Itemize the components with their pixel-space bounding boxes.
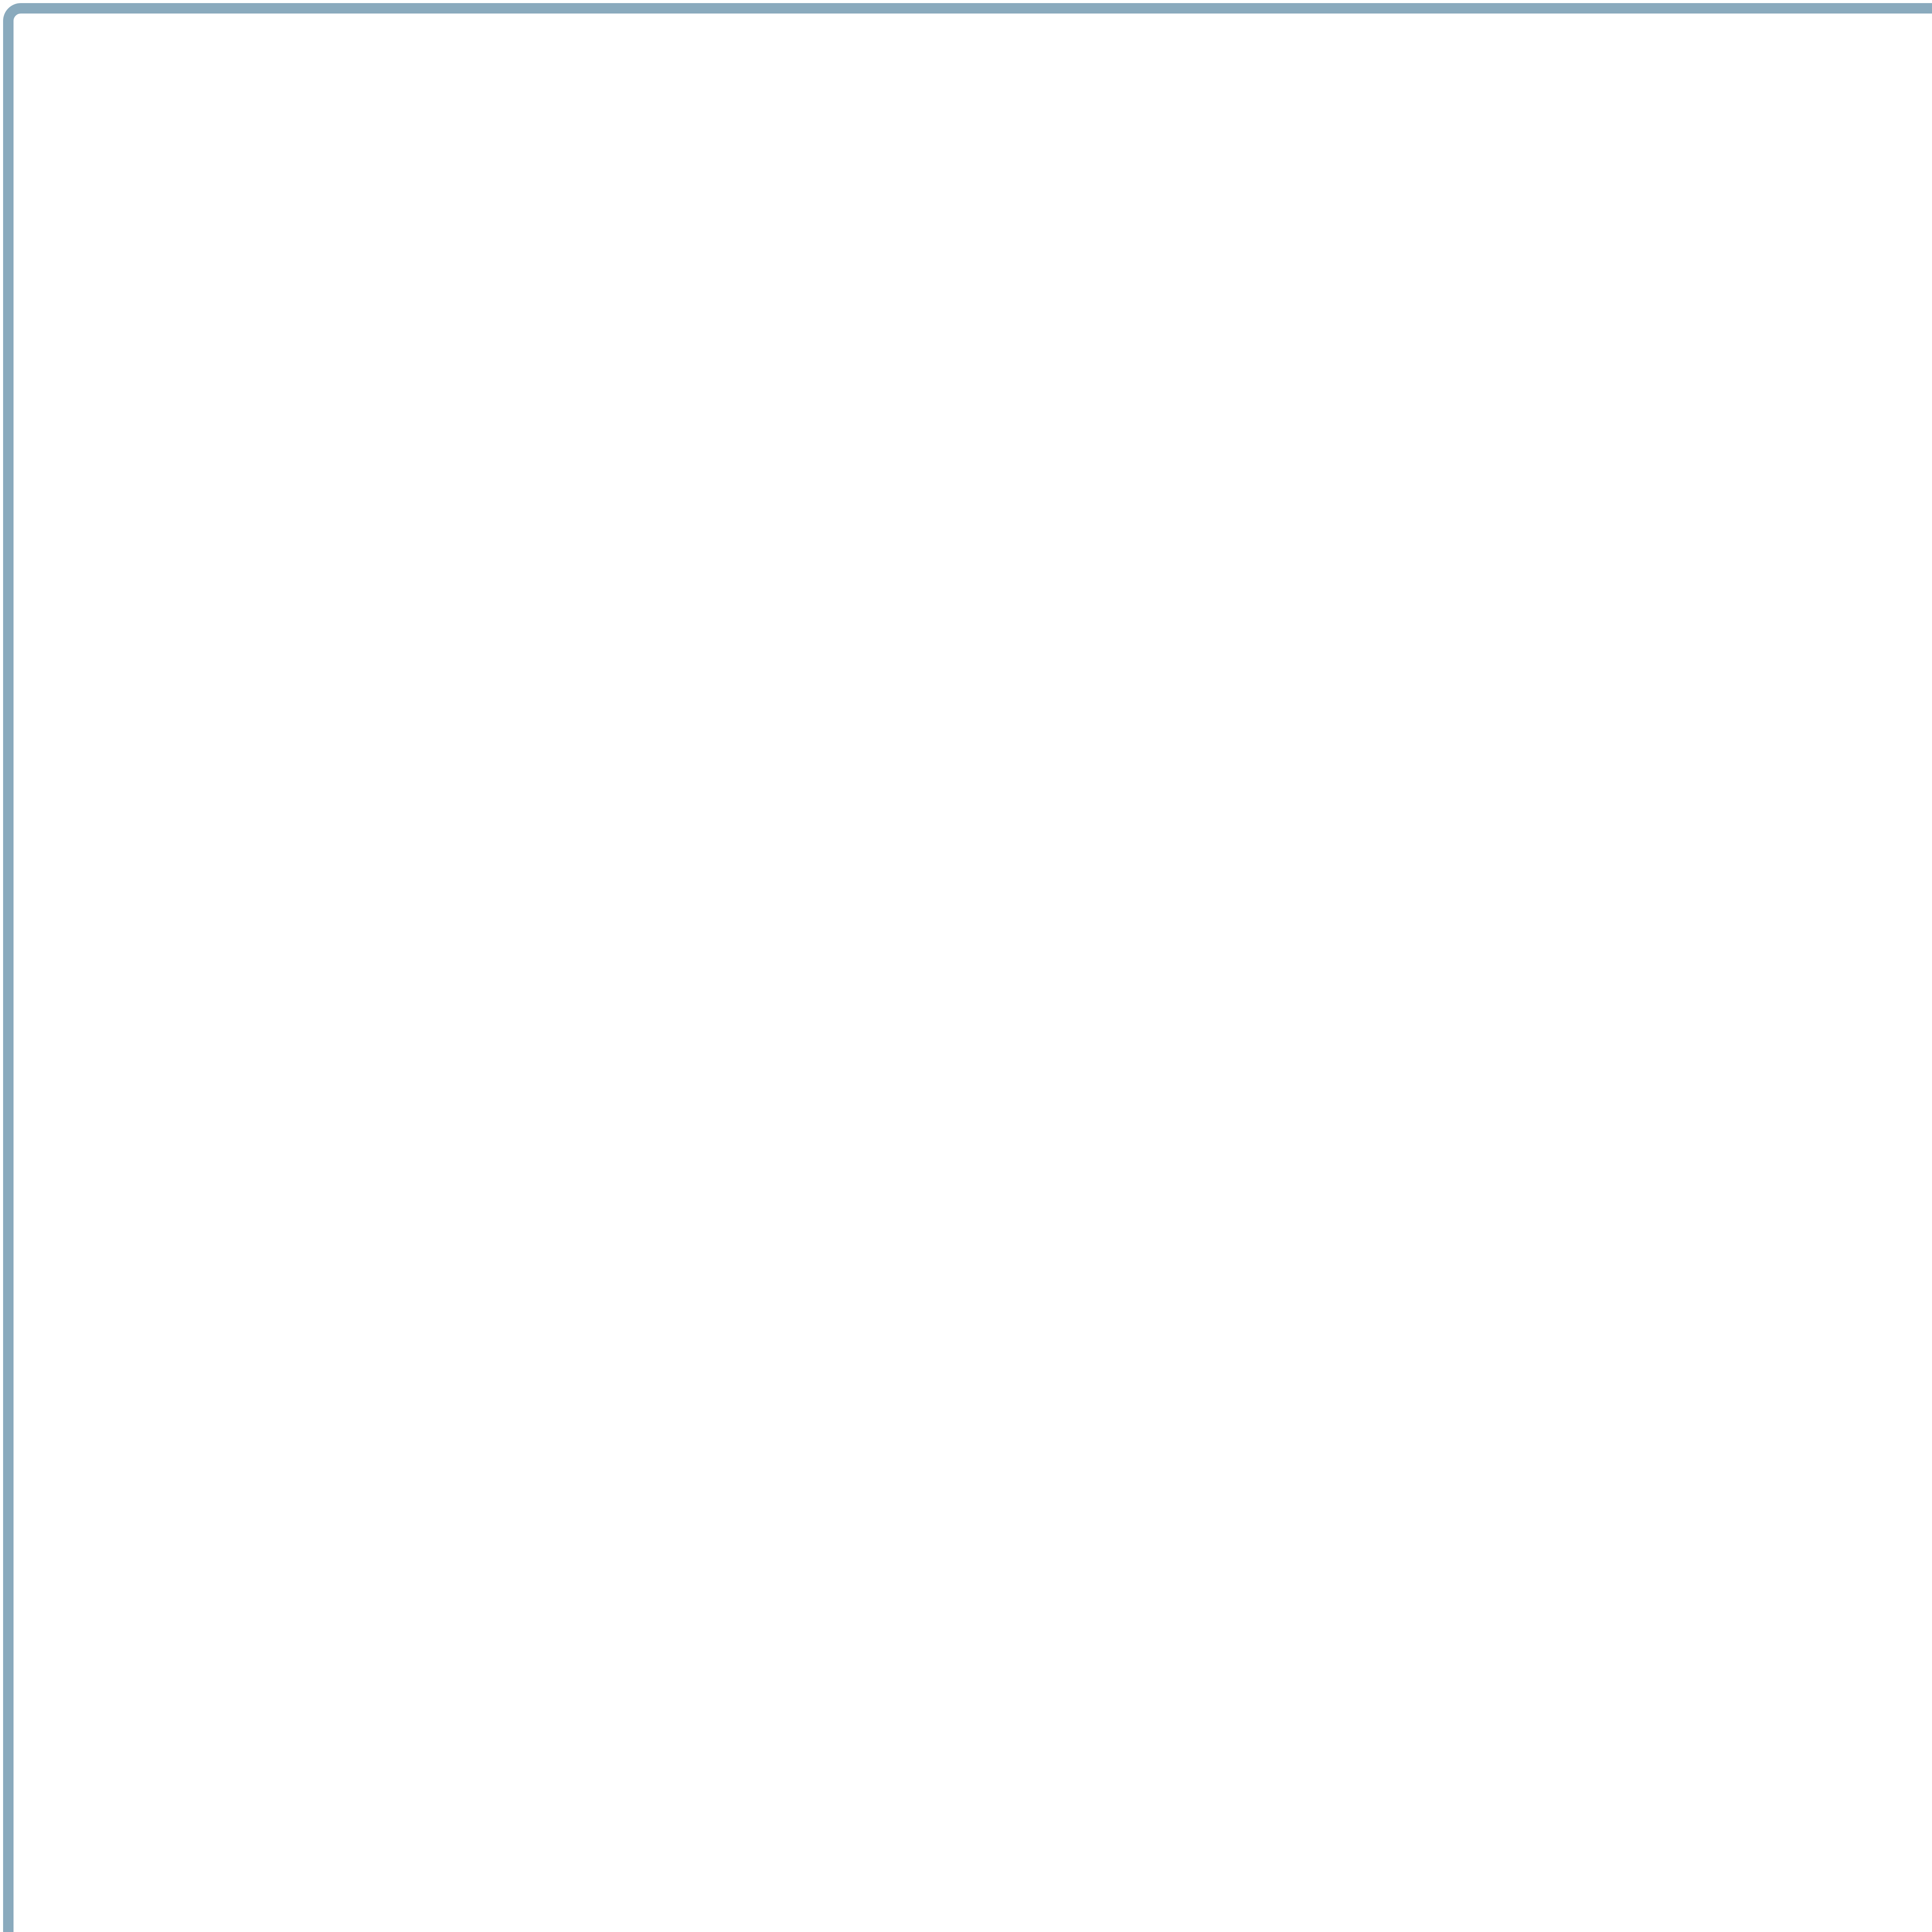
node-a1-text: Use Chargebee’s drop-in script to authen… xyxy=(1898,731,1932,878)
list-item: ▪Use Checkout existing API to collect pa… xyxy=(537,1565,1219,1721)
node-outcome-dropin-vs-api-list[interactable]: ▪For simple use cases, use checkout via … xyxy=(1530,1332,1932,1932)
list-item: ▪For more advanced use case, use checkou… xyxy=(1599,1743,1932,1847)
node-question-authenticate-users[interactable]: Will you be authenticating users at your… xyxy=(1219,66,1676,386)
list-item: ▪Use Checkout existing API to change sub… xyxy=(537,1764,1219,1868)
list-item: ▪Use Checkout new API to create a new su… xyxy=(537,1419,1219,1523)
bullet-square-icon: ▪ xyxy=(1599,1751,1610,1784)
edge-label-no-row1: NO xyxy=(1643,469,1708,534)
bullet-square-icon: ▪ xyxy=(537,1428,548,1460)
edge-label-yes-row2: YES xyxy=(1190,1157,1255,1222)
node-b1-bullets: ▪Use Checkout new API to create a new su… xyxy=(472,1419,1285,1868)
bullet-square-icon: ▪ xyxy=(537,1574,548,1607)
list-item-text: Use Checkout existing API to change subs… xyxy=(537,1769,1164,1862)
node-question-create-customer-object[interactable]: Will you create a customer object (using… xyxy=(469,645,1142,1070)
list-item-text: Use Checkout new API to create a new sub… xyxy=(537,1424,1197,1518)
edge-label-no-row2: NO xyxy=(1643,1157,1708,1222)
edge-label-yes-row1: YES xyxy=(1190,469,1255,534)
list-item-text: For simple use cases, use checkout via d… xyxy=(1599,1445,1932,1695)
connector-q2-exit xyxy=(1137,824,1424,1192)
node-outcome-dropin-script[interactable]: Use Chargebee’s drop-in script to authen… xyxy=(1713,645,1932,1070)
list-item-text: Use Checkout existing API to collect pay… xyxy=(537,1570,1148,1716)
bullet-square-icon: ▪ xyxy=(1599,1449,1610,1481)
node-outcome-checkout-api-list[interactable]: ▪Use Checkout new API to create a new su… xyxy=(468,1332,1289,1932)
node-q2-text: Will you create a customer object (using… xyxy=(588,704,1023,1009)
list-item: ▪For simple use cases, use checkout via … xyxy=(1599,1440,1932,1700)
list-item-text: For more advanced use case, use checkout… xyxy=(1599,1747,1932,1841)
bullet-square-icon: ▪ xyxy=(537,1772,548,1805)
node-q1-text: Will you be authenticating users at your… xyxy=(1282,99,1613,352)
node-b2-bullets: ▪For simple use cases, use checkout via … xyxy=(1534,1440,1932,1847)
